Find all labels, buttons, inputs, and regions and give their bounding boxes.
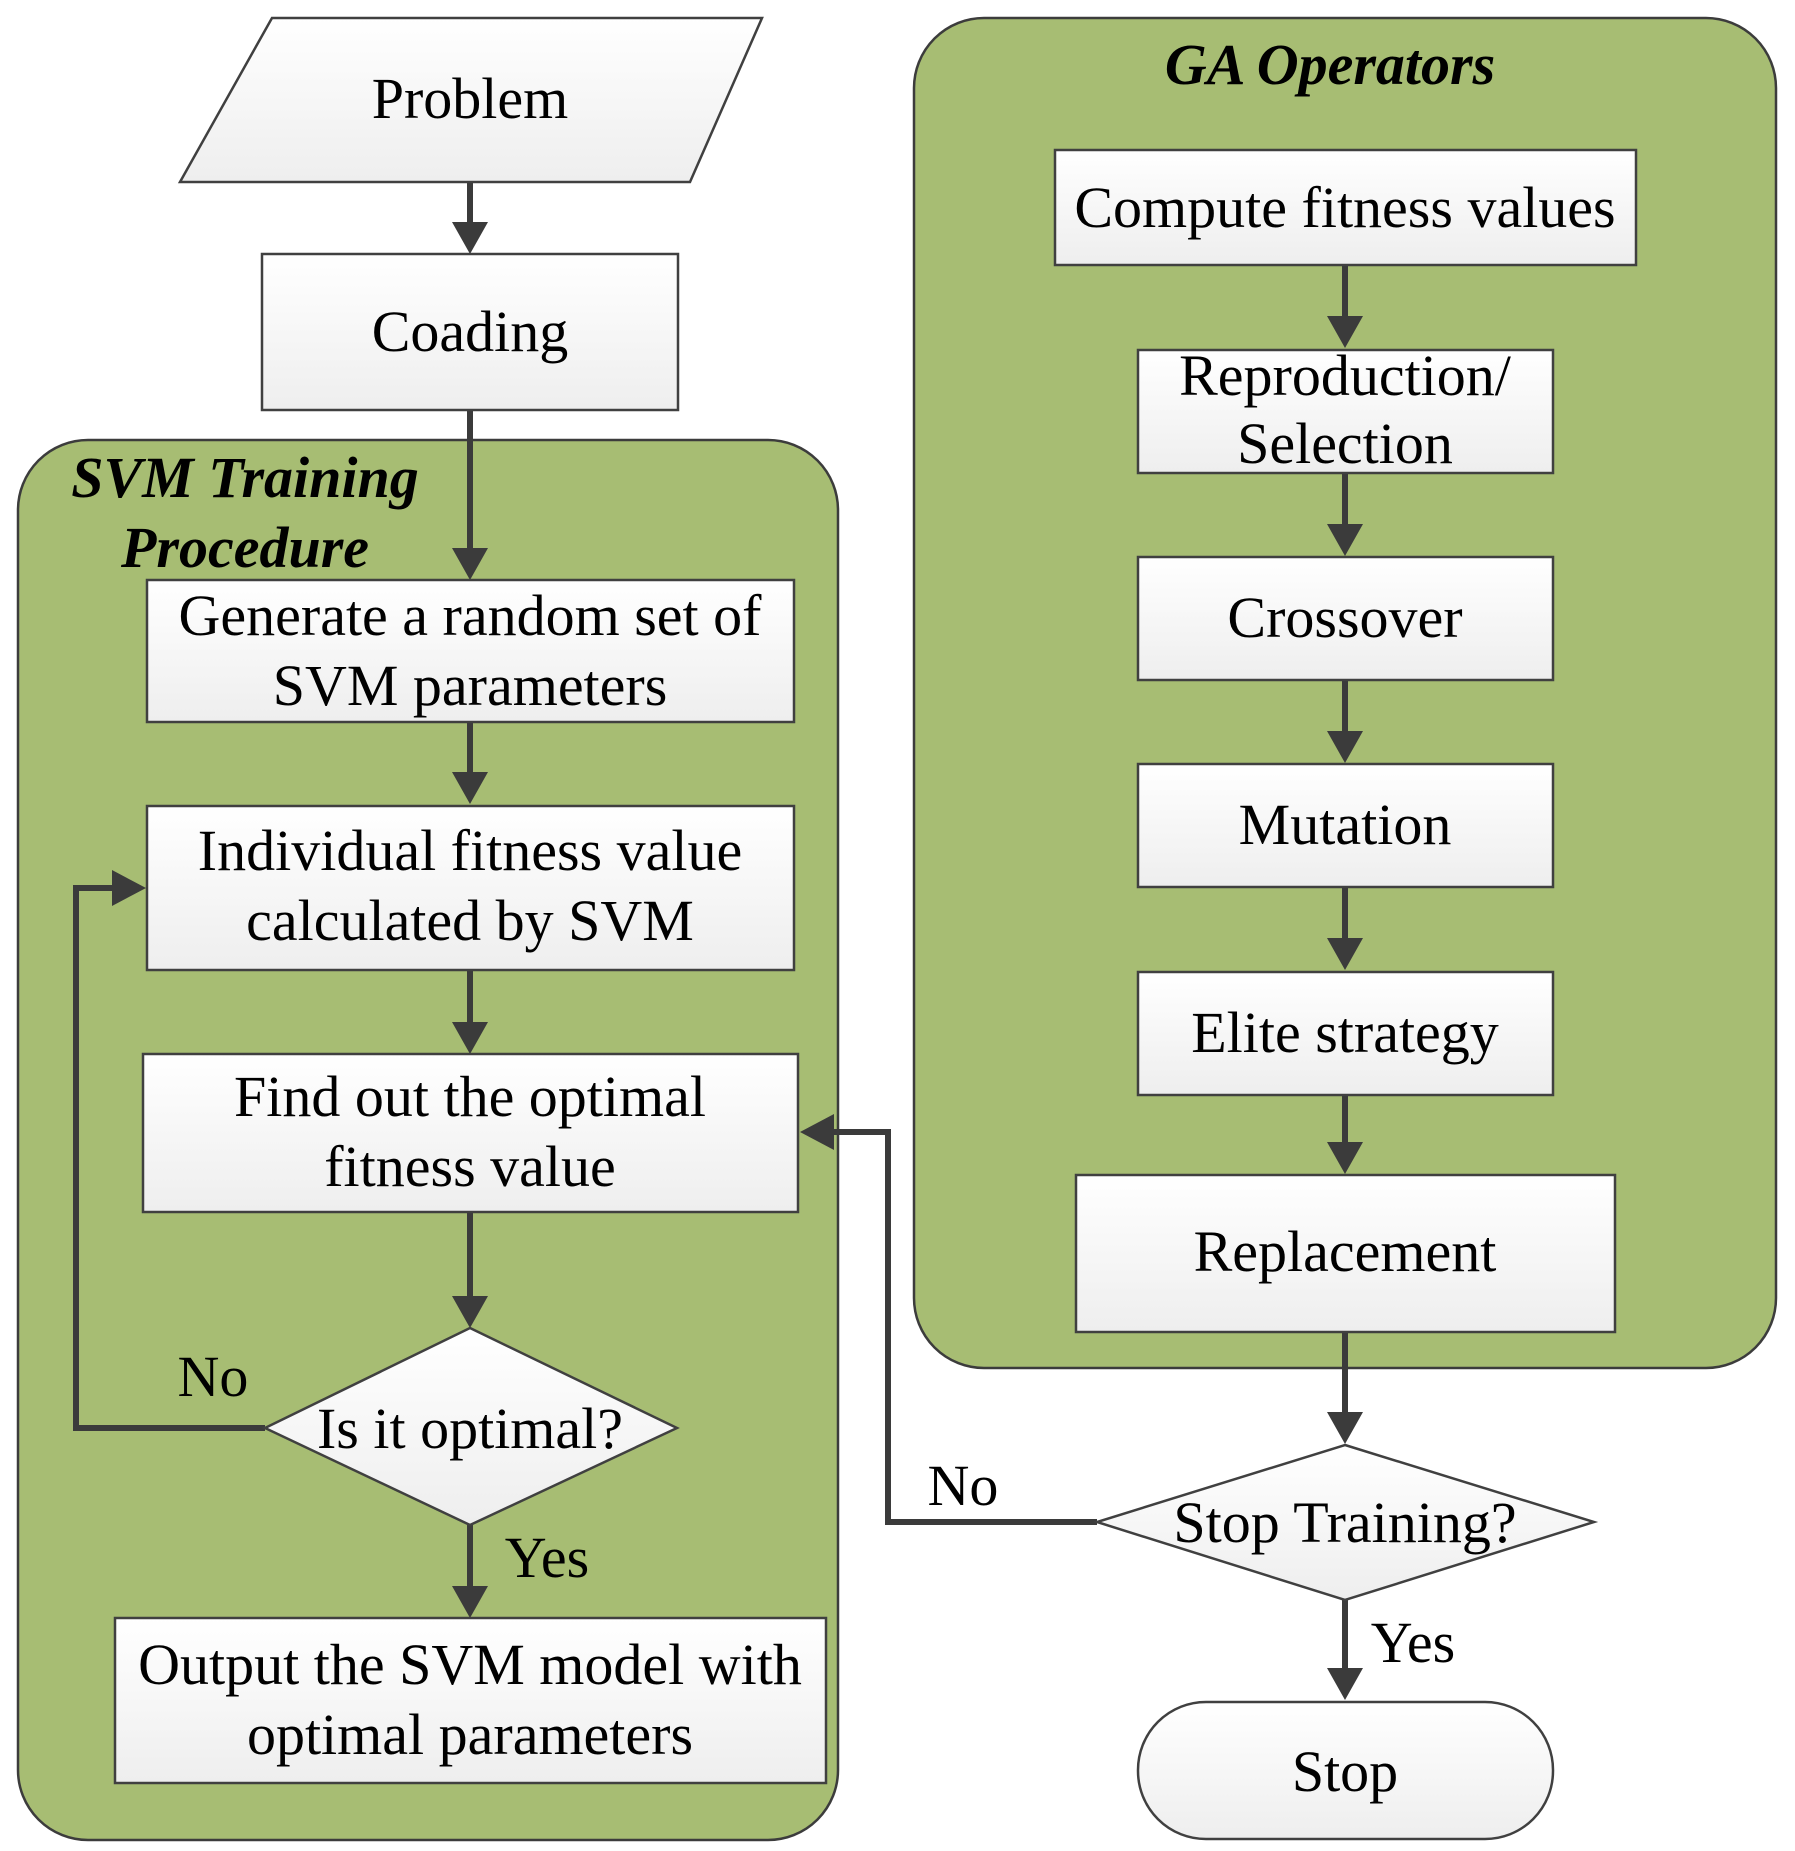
optimal-yes-label: Yes <box>505 1525 589 1590</box>
individual-fitness-label-line2: calculated by SVM <box>246 888 694 953</box>
individual-fitness-label-line1: Individual fitness value <box>198 818 742 883</box>
coading-node <box>260 252 680 412</box>
stop-training-decision <box>1092 1443 1599 1602</box>
arrowhead <box>1327 1668 1363 1700</box>
stop-no-label: No <box>928 1453 999 1518</box>
arrowhead <box>452 548 488 580</box>
arrowhead <box>452 222 488 254</box>
is-optimal-label: Is it optimal? <box>317 1396 623 1461</box>
arrowhead <box>800 1114 834 1150</box>
edge-stop-no-loop <box>832 1129 1097 1525</box>
problem-node <box>177 16 764 184</box>
stop-yes-label: Yes <box>1371 1610 1455 1675</box>
crossover-node <box>1136 555 1555 682</box>
stop-terminal-node <box>1136 1700 1555 1841</box>
arrowhead <box>112 870 146 906</box>
edge-optimal-no-loop <box>73 885 265 1431</box>
find-optimal-label-line1: Find out the optimal <box>234 1064 706 1129</box>
connectors <box>73 182 1363 1700</box>
optimal-no-label: No <box>178 1344 249 1409</box>
reproduction-label-line2: Selection <box>1237 411 1453 476</box>
generate-label-line1: Generate a random set of <box>179 583 763 648</box>
arrowhead <box>1327 1142 1363 1174</box>
individual-fitness-node <box>145 804 796 972</box>
coading-label: Coading <box>372 299 569 364</box>
svm-group-title-line1: SVM Training <box>71 445 419 510</box>
stop-training-label: Stop Training? <box>1173 1490 1516 1555</box>
reproduction-label-line1: Reproduction/ <box>1179 343 1512 408</box>
output-model-label-line2: optimal parameters <box>247 1702 693 1767</box>
arrowhead <box>1327 731 1363 763</box>
find-optimal-label-line2: fitness value <box>324 1134 616 1199</box>
svm-group-title-line2: Procedure <box>120 515 369 580</box>
arrowhead <box>452 1586 488 1618</box>
arrowhead <box>452 772 488 804</box>
reproduction-node <box>1136 348 1555 475</box>
arrowhead <box>1327 316 1363 348</box>
arrowhead <box>1327 938 1363 970</box>
is-optimal-decision <box>262 1326 680 1527</box>
elite-strategy-node <box>1136 970 1555 1097</box>
stop-label: Stop <box>1292 1739 1398 1804</box>
compute-fitness-node <box>1053 148 1638 267</box>
arrowhead <box>452 1022 488 1054</box>
arrowhead <box>452 1296 488 1328</box>
find-optimal-node <box>141 1052 800 1214</box>
output-model-node <box>113 1616 828 1785</box>
generate-label-line2: SVM parameters <box>273 653 668 718</box>
crossover-label: Crossover <box>1227 585 1462 650</box>
replacement-node <box>1074 1173 1617 1334</box>
output-model-label-line1: Output the SVM model with <box>138 1632 802 1697</box>
compute-fitness-label: Compute fitness values <box>1074 175 1615 240</box>
ga-group-title: GA Operators <box>1165 32 1495 97</box>
replacement-label: Replacement <box>1194 1219 1497 1284</box>
arrowhead <box>1327 524 1363 556</box>
mutation-node <box>1136 762 1555 889</box>
mutation-label: Mutation <box>1239 792 1452 857</box>
arrowhead <box>1327 1412 1363 1444</box>
elite-strategy-label: Elite strategy <box>1191 1000 1499 1065</box>
generate-node <box>145 578 796 724</box>
problem-label: Problem <box>372 66 569 131</box>
